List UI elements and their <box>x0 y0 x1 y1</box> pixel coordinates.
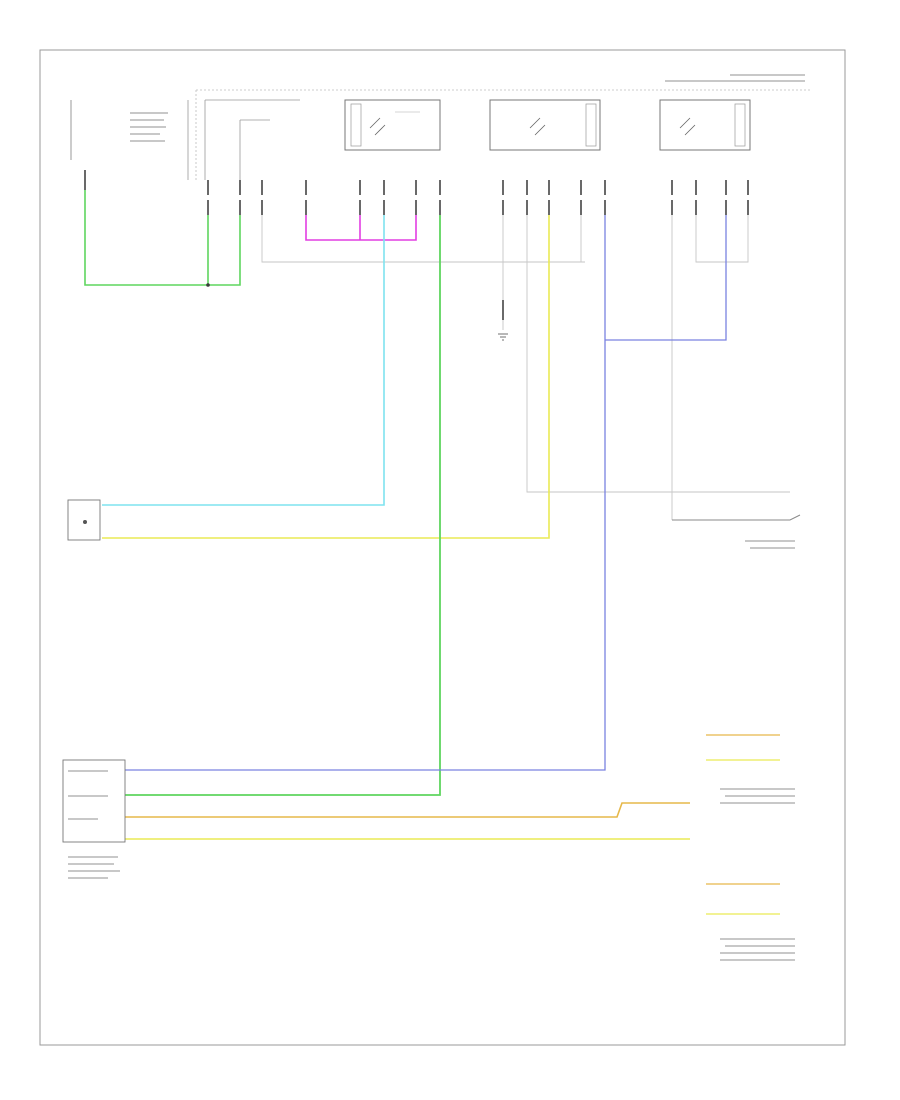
wire-blue-long <box>125 215 727 771</box>
relay-1 <box>344 99 441 151</box>
wire-magenta <box>305 215 417 241</box>
ground-symbol-icon <box>498 215 508 341</box>
module-pin-labels <box>68 770 120 879</box>
dashed-bus <box>195 89 810 180</box>
relay-2 <box>489 99 601 151</box>
page-frame <box>39 49 846 1046</box>
relay-3 <box>659 99 751 151</box>
label-marks <box>130 74 805 142</box>
gray-bus <box>261 215 749 520</box>
wire-dark-right <box>672 514 801 521</box>
sensor-text-marks <box>720 540 795 961</box>
control-unit-top-left <box>70 99 300 180</box>
control-module-box <box>62 759 126 843</box>
wire-orange <box>125 802 690 818</box>
wire-yellow-1 <box>102 215 550 539</box>
relay-switch-icon <box>679 117 696 136</box>
wire-green-loop <box>84 190 241 286</box>
connector-pins <box>84 170 749 215</box>
relay-switch-icon <box>369 117 386 136</box>
sensor-icon <box>67 499 101 541</box>
wire-green-long <box>125 215 441 796</box>
relay-switch-icon <box>529 117 546 136</box>
wire-cyan <box>102 215 385 506</box>
